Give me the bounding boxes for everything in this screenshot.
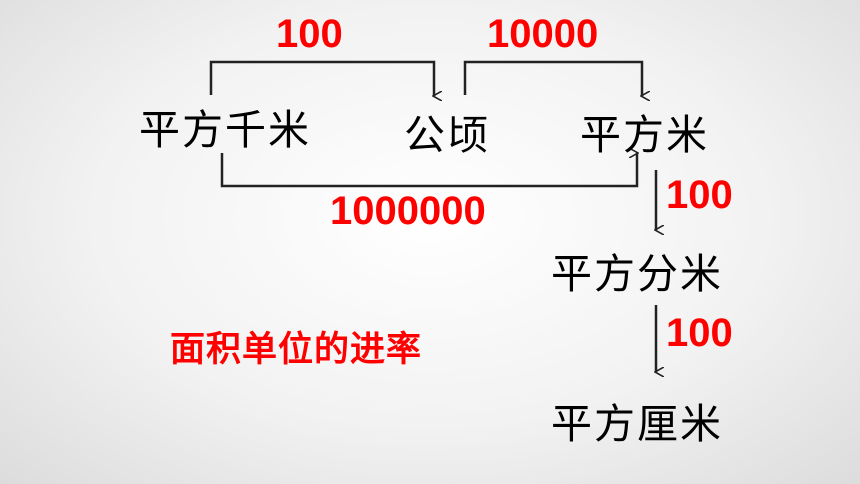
unit-square-meter: 平方米 xyxy=(580,111,709,159)
unit-square-centimeter: 平方厘米 xyxy=(551,400,723,448)
rate-sqdm-to-sqcm: 100 xyxy=(666,311,733,355)
bracket-sqkm-to-hectare xyxy=(209,60,434,96)
diagram-title: 面积单位的进率 xyxy=(170,330,423,370)
unit-hectare: 公顷 xyxy=(404,111,490,159)
rate-sqkm-to-sqm: 1000000 xyxy=(330,189,486,233)
bracket-sqkm-to-sqm xyxy=(220,153,637,188)
unit-square-decimeter: 平方分米 xyxy=(551,250,723,298)
rate-hectare-to-sqm: 10000 xyxy=(487,12,599,56)
rate-sqkm-to-hectare: 100 xyxy=(276,12,343,56)
rate-sqm-to-sqdm: 100 xyxy=(666,173,733,217)
unit-square-kilometer: 平方千米 xyxy=(139,106,311,154)
bracket-hectare-to-sqm xyxy=(463,60,642,96)
